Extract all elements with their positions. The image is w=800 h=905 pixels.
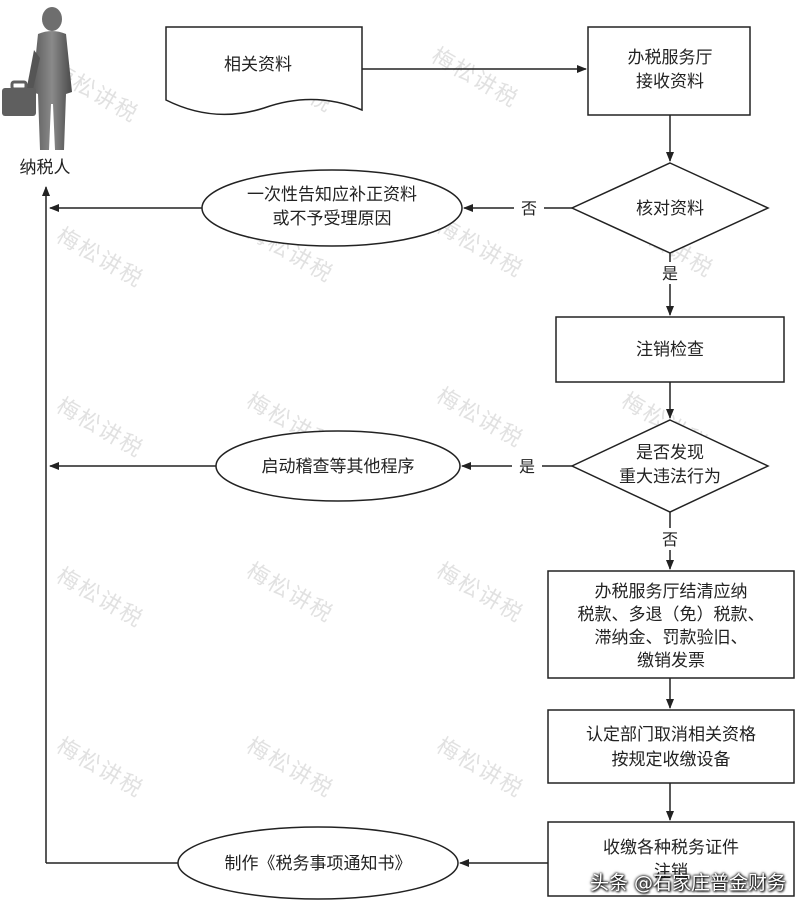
edge-label-no: 否	[662, 530, 678, 549]
edge-label-no: 否	[521, 199, 537, 218]
collect-certificates-node: 收缴各种税务证件 注销	[547, 821, 795, 897]
violation-label-1: 是否发现	[636, 443, 704, 463]
documents-node: 相关资料	[165, 26, 363, 116]
settle-label-4: 缴销发票	[637, 651, 705, 671]
collect-certificates-label-2: 注销	[654, 862, 688, 882]
receive-label-1: 办税服务厅	[628, 48, 713, 68]
notify-label-2: 或不予受理原因	[273, 209, 392, 229]
watermark: 梅松讲税	[52, 734, 148, 804]
violation-decision: 是否发现 重大违法行为	[570, 419, 770, 513]
edge-label-yes: 是	[662, 264, 678, 283]
violation-label-2: 重大违法行为	[619, 467, 721, 487]
label-bg	[514, 198, 544, 218]
businessman-with-briefcase-icon	[2, 7, 72, 150]
watermark: 梅松讲税	[432, 734, 528, 804]
label-bg	[657, 262, 683, 284]
make-notice-node: 制作《税务事项通知书》	[177, 826, 459, 900]
verify-decision: 核对资料	[570, 162, 770, 254]
watermark: 梅松讲税	[52, 564, 148, 634]
edge-label-yes: 是	[519, 457, 535, 476]
watermark: 梅松讲税	[427, 44, 523, 114]
watermark: 梅松讲税	[52, 224, 148, 294]
verify-label: 核对资料	[636, 199, 704, 219]
watermark-layer: 梅松讲税 梅松讲税 梅松讲税 梅松讲税 梅松讲税 梅松讲税 梅松讲税 梅松讲税 …	[47, 44, 718, 804]
watermark: 梅松讲税	[432, 559, 528, 629]
cancel-qualification-node: 认定部门取消相关资格 按规定收缴设备	[547, 709, 795, 784]
settle-label-2: 税款、多退（免）税款、	[578, 605, 765, 625]
settle-node: 办税服务厅结清应纳 税款、多退（免）税款、 滞纳金、罚款验旧、 缴销发票	[547, 570, 795, 679]
cancellation-check-label: 注销检查	[636, 340, 704, 360]
start-inspection-node: 启动稽查等其他程序	[215, 430, 461, 502]
collect-certificates-label-1: 收缴各种税务证件	[603, 838, 739, 858]
start-inspection-label: 启动稽查等其他程序	[262, 457, 415, 477]
watermark: 梅松讲税	[242, 559, 338, 629]
cancellation-check-node: 注销检查	[555, 316, 785, 383]
label-bg	[657, 528, 683, 550]
receive-label-2: 接收资料	[636, 72, 704, 92]
cancel-qualification-label-2: 按规定收缴设备	[612, 750, 731, 770]
label-bg	[512, 456, 542, 476]
notify-incomplete-node: 一次性告知应补正资料 或不予受理原因	[201, 169, 463, 247]
actor-label: 纳税人	[20, 158, 71, 178]
watermark: 梅松讲税	[432, 384, 528, 454]
footer-credit: 头条 @石家庄普金财务	[589, 872, 786, 894]
make-notice-label: 制作《税务事项通知书》	[225, 854, 412, 874]
settle-label-1: 办税服务厅结清应纳	[595, 582, 748, 602]
receive-node: 办税服务厅 接收资料	[587, 26, 751, 116]
cancel-qualification-label-1: 认定部门取消相关资格	[586, 725, 756, 745]
watermark: 梅松讲税	[52, 394, 148, 464]
notify-label-1: 一次性告知应补正资料	[247, 185, 417, 205]
watermark: 梅松讲税	[242, 734, 338, 804]
documents-label: 相关资料	[224, 55, 292, 75]
settle-label-3: 滞纳金、罚款验旧、	[595, 628, 748, 648]
